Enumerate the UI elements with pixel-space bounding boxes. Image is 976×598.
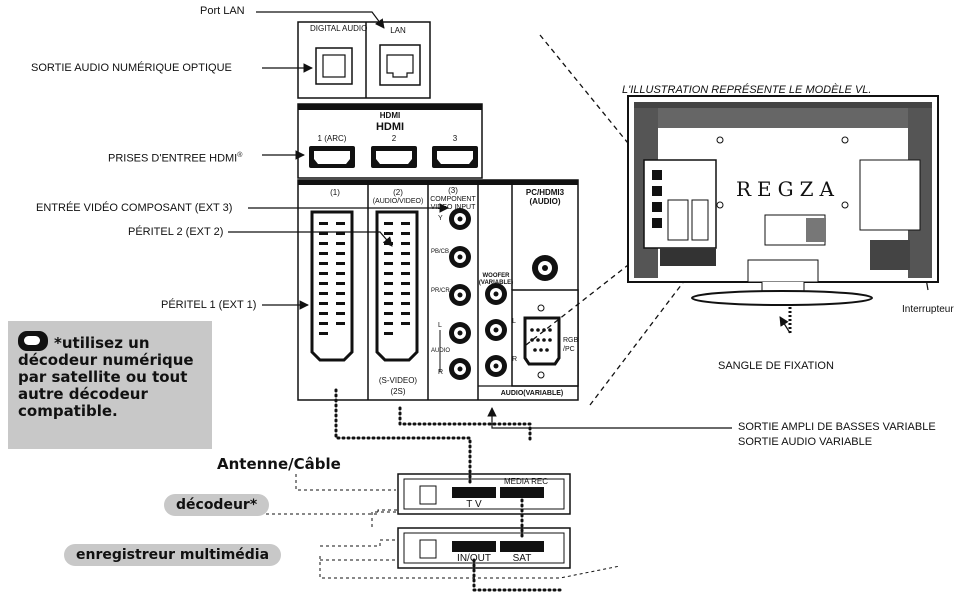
label-port-lan: Port LAN — [200, 5, 245, 17]
hdmi-port-3 — [432, 146, 478, 168]
rear-panel — [297, 179, 579, 401]
label-interrupteur: Interrupteur — [902, 304, 954, 315]
rgb-pc-port — [523, 304, 561, 379]
label-sortie-ampli-basses: SORTIE AMPLI DE BASSES VARIABLE — [738, 421, 936, 433]
device-in-out: IN/OUT — [457, 553, 491, 564]
panel-video-input: VIDEO INPUT — [430, 204, 476, 211]
panel-l: L — [438, 322, 442, 329]
panel-2s: (2S) — [390, 387, 406, 396]
panel-hdmi-header: HDMI — [379, 111, 401, 120]
label-entree-video-composant: ENTRÉE VIDÉO COMPOSANT (EXT 3) — [36, 202, 233, 214]
panel-y: Y — [438, 215, 443, 222]
pc-audio-jack — [532, 255, 558, 281]
panel-pc: /PC — [563, 346, 575, 353]
note-text-content: *utilisez un décodeur numérique par sate… — [18, 334, 194, 420]
panel-audio-variable: AUDIO(VARIABLE) — [500, 390, 564, 397]
label-decodeur: décodeur* — [164, 494, 270, 516]
tv-brand-logo: REGZA — [736, 177, 840, 201]
panel-r: R — [438, 369, 444, 376]
hdmi-port-2 — [371, 146, 417, 168]
panel-woofer-l: L — [512, 318, 516, 325]
woofer-audio-jacks — [485, 283, 507, 377]
panel-s-video: (S-VIDEO) — [378, 376, 418, 385]
optical-port — [315, 47, 353, 85]
hdmi-box — [297, 103, 483, 179]
pointing-hand-icon — [18, 331, 48, 351]
panel-hdmi-port-2-label: 2 — [391, 134, 397, 143]
label-sortie-audio-variable: SORTIE AUDIO VARIABLE — [738, 436, 873, 448]
note-text: *utilisez un décodeur numérique par sate… — [18, 331, 208, 420]
panel-pr: PR/CR — [431, 288, 450, 294]
panel-component: COMPONENT — [430, 196, 476, 203]
device-sat: SAT — [512, 553, 532, 564]
scart-1-connector — [310, 210, 354, 362]
component-jacks — [439, 208, 471, 380]
note-box: *utilisez un décodeur numérique par sate… — [8, 321, 212, 449]
label-sortie-audio-numerique: SORTIE AUDIO NUMÉRIQUE OPTIQUE — [31, 62, 232, 74]
illustration-caption: L'ILLUSTRATION REPRÉSENTE LE MODÈLE VL. — [622, 84, 872, 96]
panel-audio-video: (AUDIO/VIDEO) — [372, 198, 424, 205]
panel-woofer-r: R — [512, 356, 518, 363]
tv-rear-illustration — [627, 95, 939, 306]
label-antenne-cable: Antenne/Câble — [217, 455, 341, 473]
panel-lan: LAN — [390, 26, 406, 35]
device-media-rec: MEDIA REC — [503, 477, 548, 486]
panel-pc-hdmi3: PC/HDMI3 — [525, 188, 565, 197]
device-tv: T V — [466, 499, 482, 510]
panel-scart-1-label: (1) — [330, 188, 340, 197]
hdmi-port-1 — [309, 146, 355, 168]
decoder-device — [397, 473, 571, 515]
label-enregistreur: enregistreur multimédia — [64, 544, 282, 566]
panel-rgb: RGB — [563, 337, 579, 344]
panel-pc-audio: (AUDIO) — [529, 197, 561, 206]
media-recorder-device — [397, 527, 571, 569]
label-prises-hdmi: PRISES D'ENTREE HDMI® — [108, 149, 242, 166]
label-peritel-1: PÉRITEL 1 (EXT 1) — [161, 299, 257, 311]
panel-hdmi-port-1-label: 1 (ARC) — [317, 134, 347, 143]
label-prises-hdmi-text: PRISES D'ENTREE HDMI — [108, 152, 238, 165]
scart-cables — [334, 388, 562, 592]
panel-hdmi-port-3-label: 3 — [452, 134, 458, 143]
lan-port — [379, 44, 421, 86]
panel-variable: (VARIABLE) — [478, 280, 514, 286]
panel-scart-2-label: (2) — [393, 188, 403, 197]
panel-pb: PB/CB — [431, 249, 450, 255]
panel-audio: AUDIO — [431, 348, 451, 354]
hdmi-logo: HDMI — [375, 121, 405, 133]
label-peritel-2: PÉRITEL 2 (EXT 2) — [128, 226, 224, 238]
digital-audio-lan-box — [297, 21, 431, 99]
panel-component-num: (3) — [448, 186, 458, 195]
scart-2-connector — [375, 210, 419, 362]
label-sangle-fixation: SANGLE DE FIXATION — [718, 360, 834, 372]
panel-digital-audio: DIGITAL AUDIO — [310, 24, 368, 33]
antenna-cables — [260, 474, 621, 579]
panel-woofer: WOOFER — [482, 273, 510, 279]
leader-arrows — [228, 11, 929, 429]
registered-mark: ® — [237, 152, 243, 159]
